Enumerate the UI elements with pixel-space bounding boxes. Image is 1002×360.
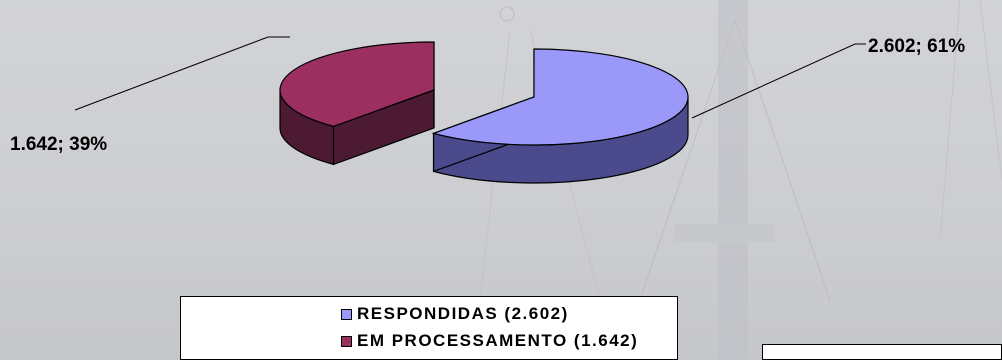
- legend: RESPONDIDAS (2.602) EM PROCESSAMENTO (1.6…: [180, 296, 678, 360]
- legend-label: RESPONDIDAS (2.602): [357, 304, 569, 323]
- legend-entry-em-processamento: EM PROCESSAMENTO (1.642): [341, 331, 638, 351]
- pie-slice-em-processamento: [279, 41, 435, 166]
- leader-line-1: [74, 36, 290, 111]
- data-label-respondidas: 2.602; 61%: [868, 36, 965, 57]
- leader-line-0: [691, 43, 866, 119]
- legend-swatch: [341, 335, 352, 347]
- legend-label: EM PROCESSAMENTO (1.642): [357, 331, 639, 350]
- data-label-em-processamento: 1.642; 39%: [10, 134, 107, 155]
- legend-entry-respondidas: RESPONDIDAS (2.602): [341, 304, 569, 324]
- pie-slice-respondidas: [431, 48, 689, 184]
- footer-box: [762, 344, 1002, 360]
- background-scale-watermark: [479, 0, 1002, 360]
- legend-swatch: [341, 308, 352, 320]
